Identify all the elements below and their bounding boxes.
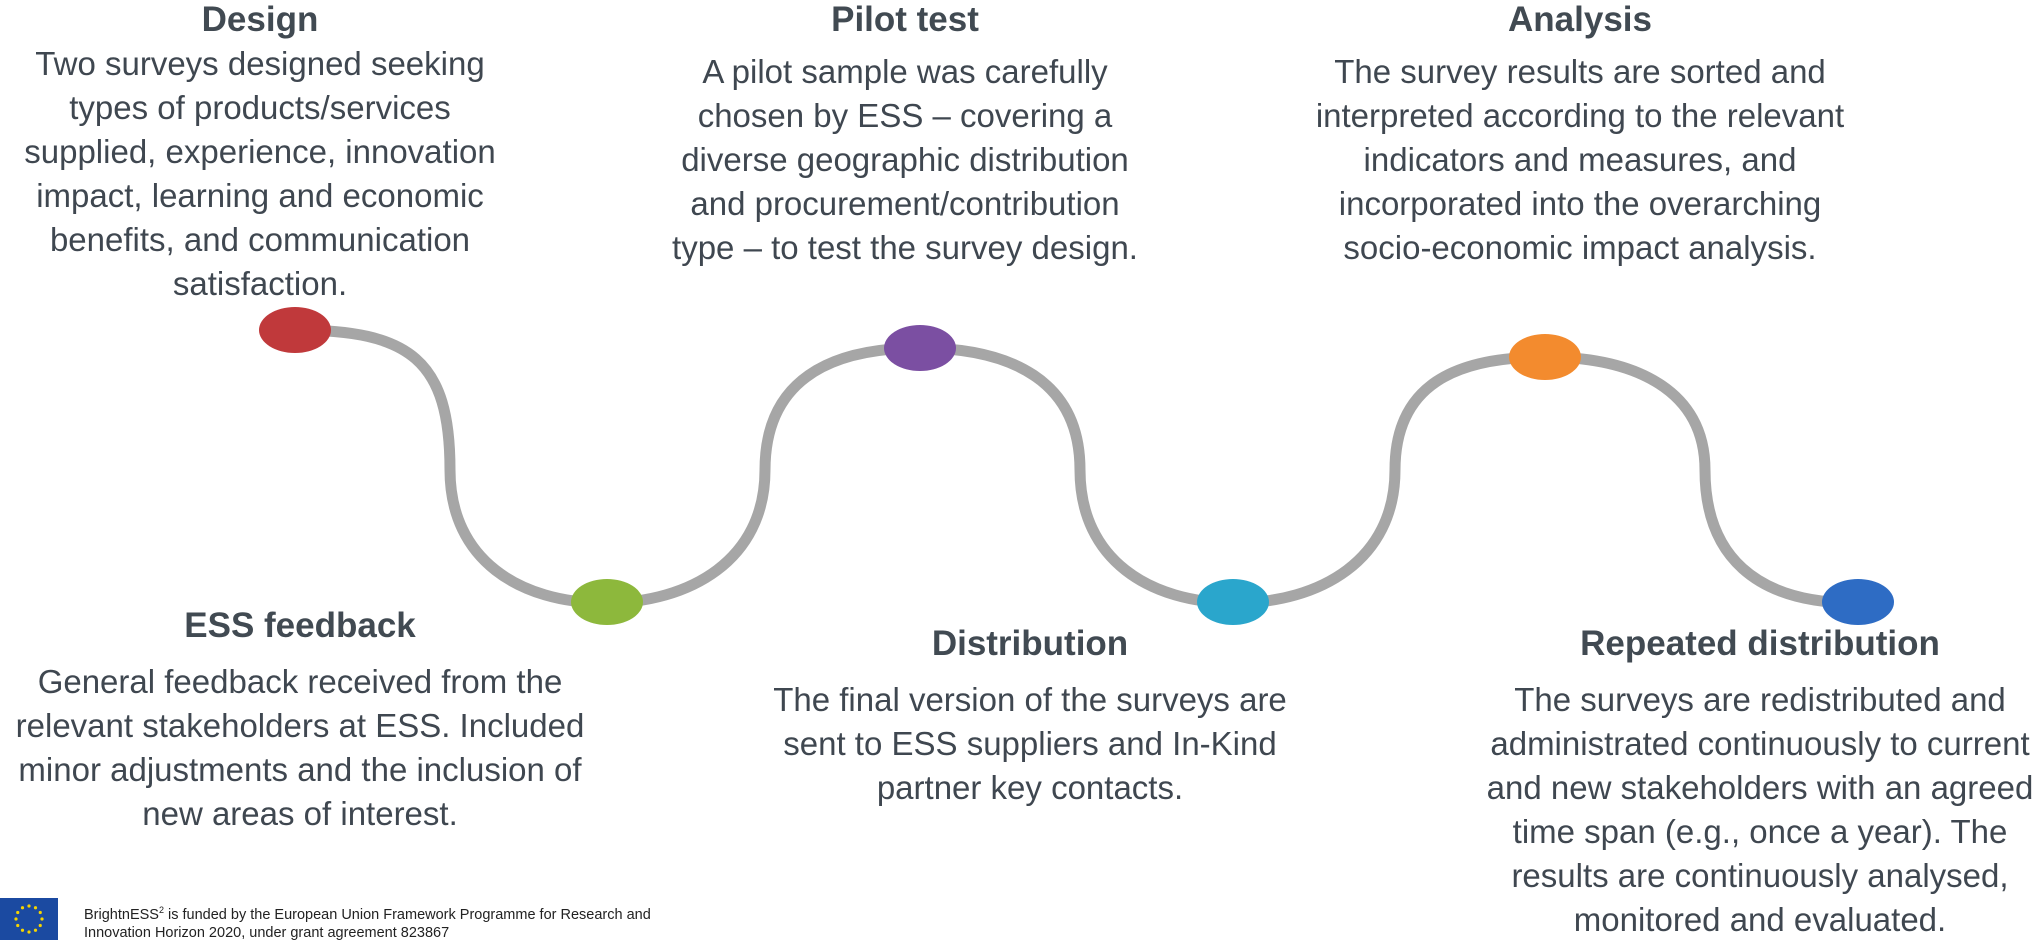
- step-title: Repeated distribution: [1580, 624, 1940, 663]
- eu-star-icon: [20, 928, 25, 932]
- eu-star-icon: [38, 910, 42, 915]
- eu-star-icon: [40, 917, 44, 921]
- step-title: Design: [201, 0, 319, 39]
- eu-star-icon: [27, 930, 31, 934]
- eu-star-icon: [16, 923, 20, 928]
- design-dot: [259, 307, 331, 353]
- step-description: Two surveys designed seeking types of pr…: [24, 45, 496, 302]
- wave-line: [294, 324, 1856, 609]
- step-description: General feedback received from the relev…: [15, 663, 585, 832]
- eu-star-icon: [20, 906, 25, 910]
- pilot-test-dot: [884, 325, 956, 371]
- funding-text-superscript: 2: [158, 905, 164, 915]
- step-description: The surveys are redistributed and admini…: [1486, 681, 2034, 938]
- eu-star-icon: [33, 906, 38, 910]
- funding-statement: BrightnESS2 is funded by the European Un…: [84, 901, 684, 942]
- distribution-dot: [1197, 579, 1269, 625]
- ess-feedback-dot: [571, 579, 643, 625]
- step-analysis: Analysis The survey results are sorted a…: [1300, 0, 1860, 270]
- funding-footer: BrightnESS2 is funded by the European Un…: [0, 898, 700, 942]
- eu-stars-icon: [14, 904, 44, 934]
- eu-star-icon: [27, 904, 31, 908]
- eu-star-icon: [16, 910, 20, 915]
- eu-star-icon: [38, 923, 42, 928]
- step-pilot-test: Pilot test A pilot sample was carefully …: [660, 0, 1150, 270]
- step-description: A pilot sample was carefully chosen by E…: [672, 53, 1138, 266]
- eu-flag-icon: [0, 898, 58, 940]
- funding-text-body: is funded by the European Union Framewor…: [84, 906, 651, 941]
- step-distribution: Distribution The final version of the su…: [760, 624, 1300, 810]
- step-title: Analysis: [1508, 0, 1652, 39]
- step-description: The final version of the surveys are sen…: [773, 681, 1287, 806]
- step-title: Pilot test: [831, 0, 979, 39]
- eu-star-icon: [33, 928, 38, 932]
- step-design: Design Two surveys designed seeking type…: [10, 0, 510, 306]
- funding-text-project: BrightnESS: [84, 906, 159, 923]
- eu-star-icon: [14, 917, 18, 921]
- analysis-dot: [1509, 334, 1581, 380]
- repeated-distribution-dot: [1822, 579, 1894, 625]
- step-description: The survey results are sorted and interp…: [1315, 53, 1845, 266]
- step-repeated-distribution: Repeated distribution The surveys are re…: [1480, 624, 2040, 942]
- step-title: Distribution: [931, 624, 1129, 663]
- step-ess-feedback: ESS feedback General feedback received f…: [0, 606, 600, 836]
- step-title: ESS feedback: [184, 606, 416, 645]
